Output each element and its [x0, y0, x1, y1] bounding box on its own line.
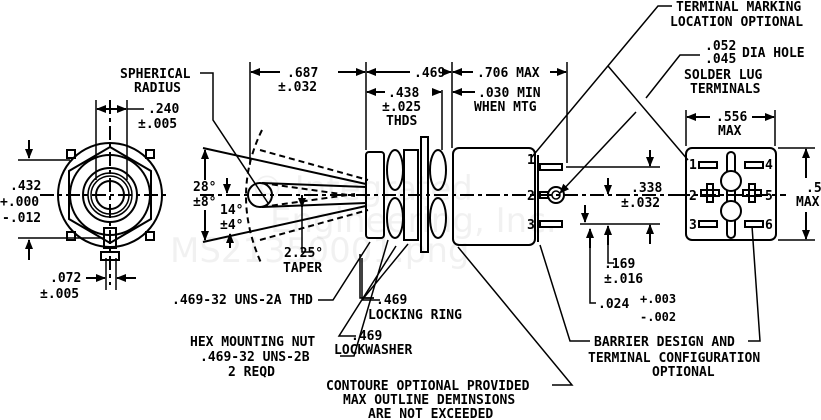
svg-text:.045: .045	[705, 52, 736, 67]
svg-text:.706 MAX: .706 MAX	[477, 66, 540, 81]
svg-text:1: 1	[689, 158, 697, 173]
svg-text:.030 MIN: .030 MIN	[478, 86, 541, 101]
svg-text:LOCKING RING: LOCKING RING	[368, 308, 462, 323]
svg-text:SOLDER LUG: SOLDER LUG	[684, 68, 762, 83]
svg-text:MAX OUTLINE DEMINSIONS: MAX OUTLINE DEMINSIONS	[343, 393, 515, 408]
svg-text:RADIUS: RADIUS	[134, 81, 181, 96]
svg-text:1: 1	[527, 153, 535, 168]
svg-text:.469: .469	[414, 66, 445, 81]
notes: TERMINAL MARKING LOCATION OPTIONAL .052 …	[172, 0, 805, 420]
svg-text:±.025: ±.025	[382, 100, 421, 115]
svg-text:DIA HOLE: DIA HOLE	[742, 46, 805, 61]
svg-text:Engineering, Inc.: Engineering, Inc.	[270, 201, 557, 241]
svg-text:.240: .240	[148, 102, 179, 117]
svg-text:.556: .556	[716, 110, 747, 125]
lockwasher	[420, 136, 429, 253]
svg-text:-.002: -.002	[640, 310, 676, 324]
svg-text:±.005: ±.005	[40, 287, 79, 302]
svg-text:±4°: ±4°	[220, 218, 243, 233]
svg-text:ARE NOT EXCEEDED: ARE NOT EXCEEDED	[368, 407, 493, 420]
svg-text:LOCATION OPTIONAL: LOCATION OPTIONAL	[670, 15, 803, 30]
svg-text:-.012: -.012	[2, 211, 41, 226]
svg-text:.469-32 UNS-2A THD: .469-32 UNS-2A THD	[172, 293, 313, 308]
svg-text:MAX: MAX	[796, 195, 820, 210]
svg-text:4: 4	[765, 158, 773, 173]
svg-text:.469-32 UNS-2B: .469-32 UNS-2B	[200, 350, 310, 365]
svg-text:.338: .338	[631, 181, 662, 196]
svg-text:.052: .052	[705, 39, 736, 54]
svg-text:.072: .072	[50, 271, 81, 286]
svg-text:.438: .438	[388, 86, 419, 101]
svg-text:.572: .572	[806, 181, 821, 196]
svg-text:HEX MOUNTING NUT: HEX MOUNTING NUT	[190, 335, 315, 350]
svg-text:SPHERICAL: SPHERICAL	[120, 67, 191, 82]
svg-text:2: 2	[689, 189, 697, 204]
locking-ring	[429, 149, 447, 191]
switch-body	[452, 147, 536, 246]
svg-text:TERMINALS: TERMINALS	[690, 82, 761, 97]
svg-text:6: 6	[765, 218, 773, 233]
svg-text:±.016: ±.016	[604, 272, 643, 287]
svg-text:5: 5	[765, 189, 773, 204]
end-view: .556 MAX .572 MAX 1 2 3 4 5 6	[676, 110, 821, 241]
svg-text:OPTIONAL: OPTIONAL	[652, 365, 715, 380]
hex-nut	[365, 151, 385, 239]
svg-text:.687: .687	[287, 66, 318, 81]
svg-text:.469: .469	[376, 293, 407, 308]
svg-text:.469: .469	[351, 329, 382, 344]
svg-text:WHEN MTG: WHEN MTG	[474, 100, 537, 115]
svg-text:CONTOURE OPTIONAL PROVIDED: CONTOURE OPTIONAL PROVIDED	[326, 379, 530, 394]
svg-text:3: 3	[527, 218, 535, 233]
svg-text:±.032: ±.032	[278, 80, 317, 95]
side-view: SPHERICAL RADIUS 28° ±8° 14° ±4° 2.25° T…	[120, 62, 680, 324]
svg-text:+.003: +.003	[640, 292, 676, 306]
svg-text:3: 3	[689, 218, 697, 233]
svg-text:THDS: THDS	[386, 114, 417, 129]
svg-text:TERMINAL MARKING: TERMINAL MARKING	[676, 0, 801, 15]
svg-text:+.000: +.000	[0, 195, 39, 210]
svg-text:.169: .169	[604, 257, 635, 272]
svg-text:14°: 14°	[220, 203, 243, 218]
svg-text:±.005: ±.005	[138, 117, 177, 132]
svg-text:MAX: MAX	[718, 124, 742, 139]
svg-text:±8°: ±8°	[193, 195, 216, 210]
svg-text:LOCKWASHER: LOCKWASHER	[334, 343, 412, 358]
svg-text:2.25°: 2.25°	[284, 246, 323, 261]
svg-text:.024: .024	[598, 297, 629, 312]
svg-text:2 REQD: 2 REQD	[228, 365, 275, 380]
front-view: .432 +.000 -.012 .240 ±.005 .072 ±.005	[0, 100, 179, 302]
svg-text:BARRIER DESIGN AND: BARRIER DESIGN AND	[594, 335, 735, 350]
svg-text:28°: 28°	[193, 180, 216, 195]
svg-text:±.032: ±.032	[621, 196, 660, 211]
svg-text:TAPER: TAPER	[283, 261, 322, 276]
svg-text:TERMINAL CONFIGURATION: TERMINAL CONFIGURATION	[588, 351, 760, 366]
svg-text:2: 2	[527, 189, 535, 204]
svg-text:.432: .432	[10, 179, 41, 194]
